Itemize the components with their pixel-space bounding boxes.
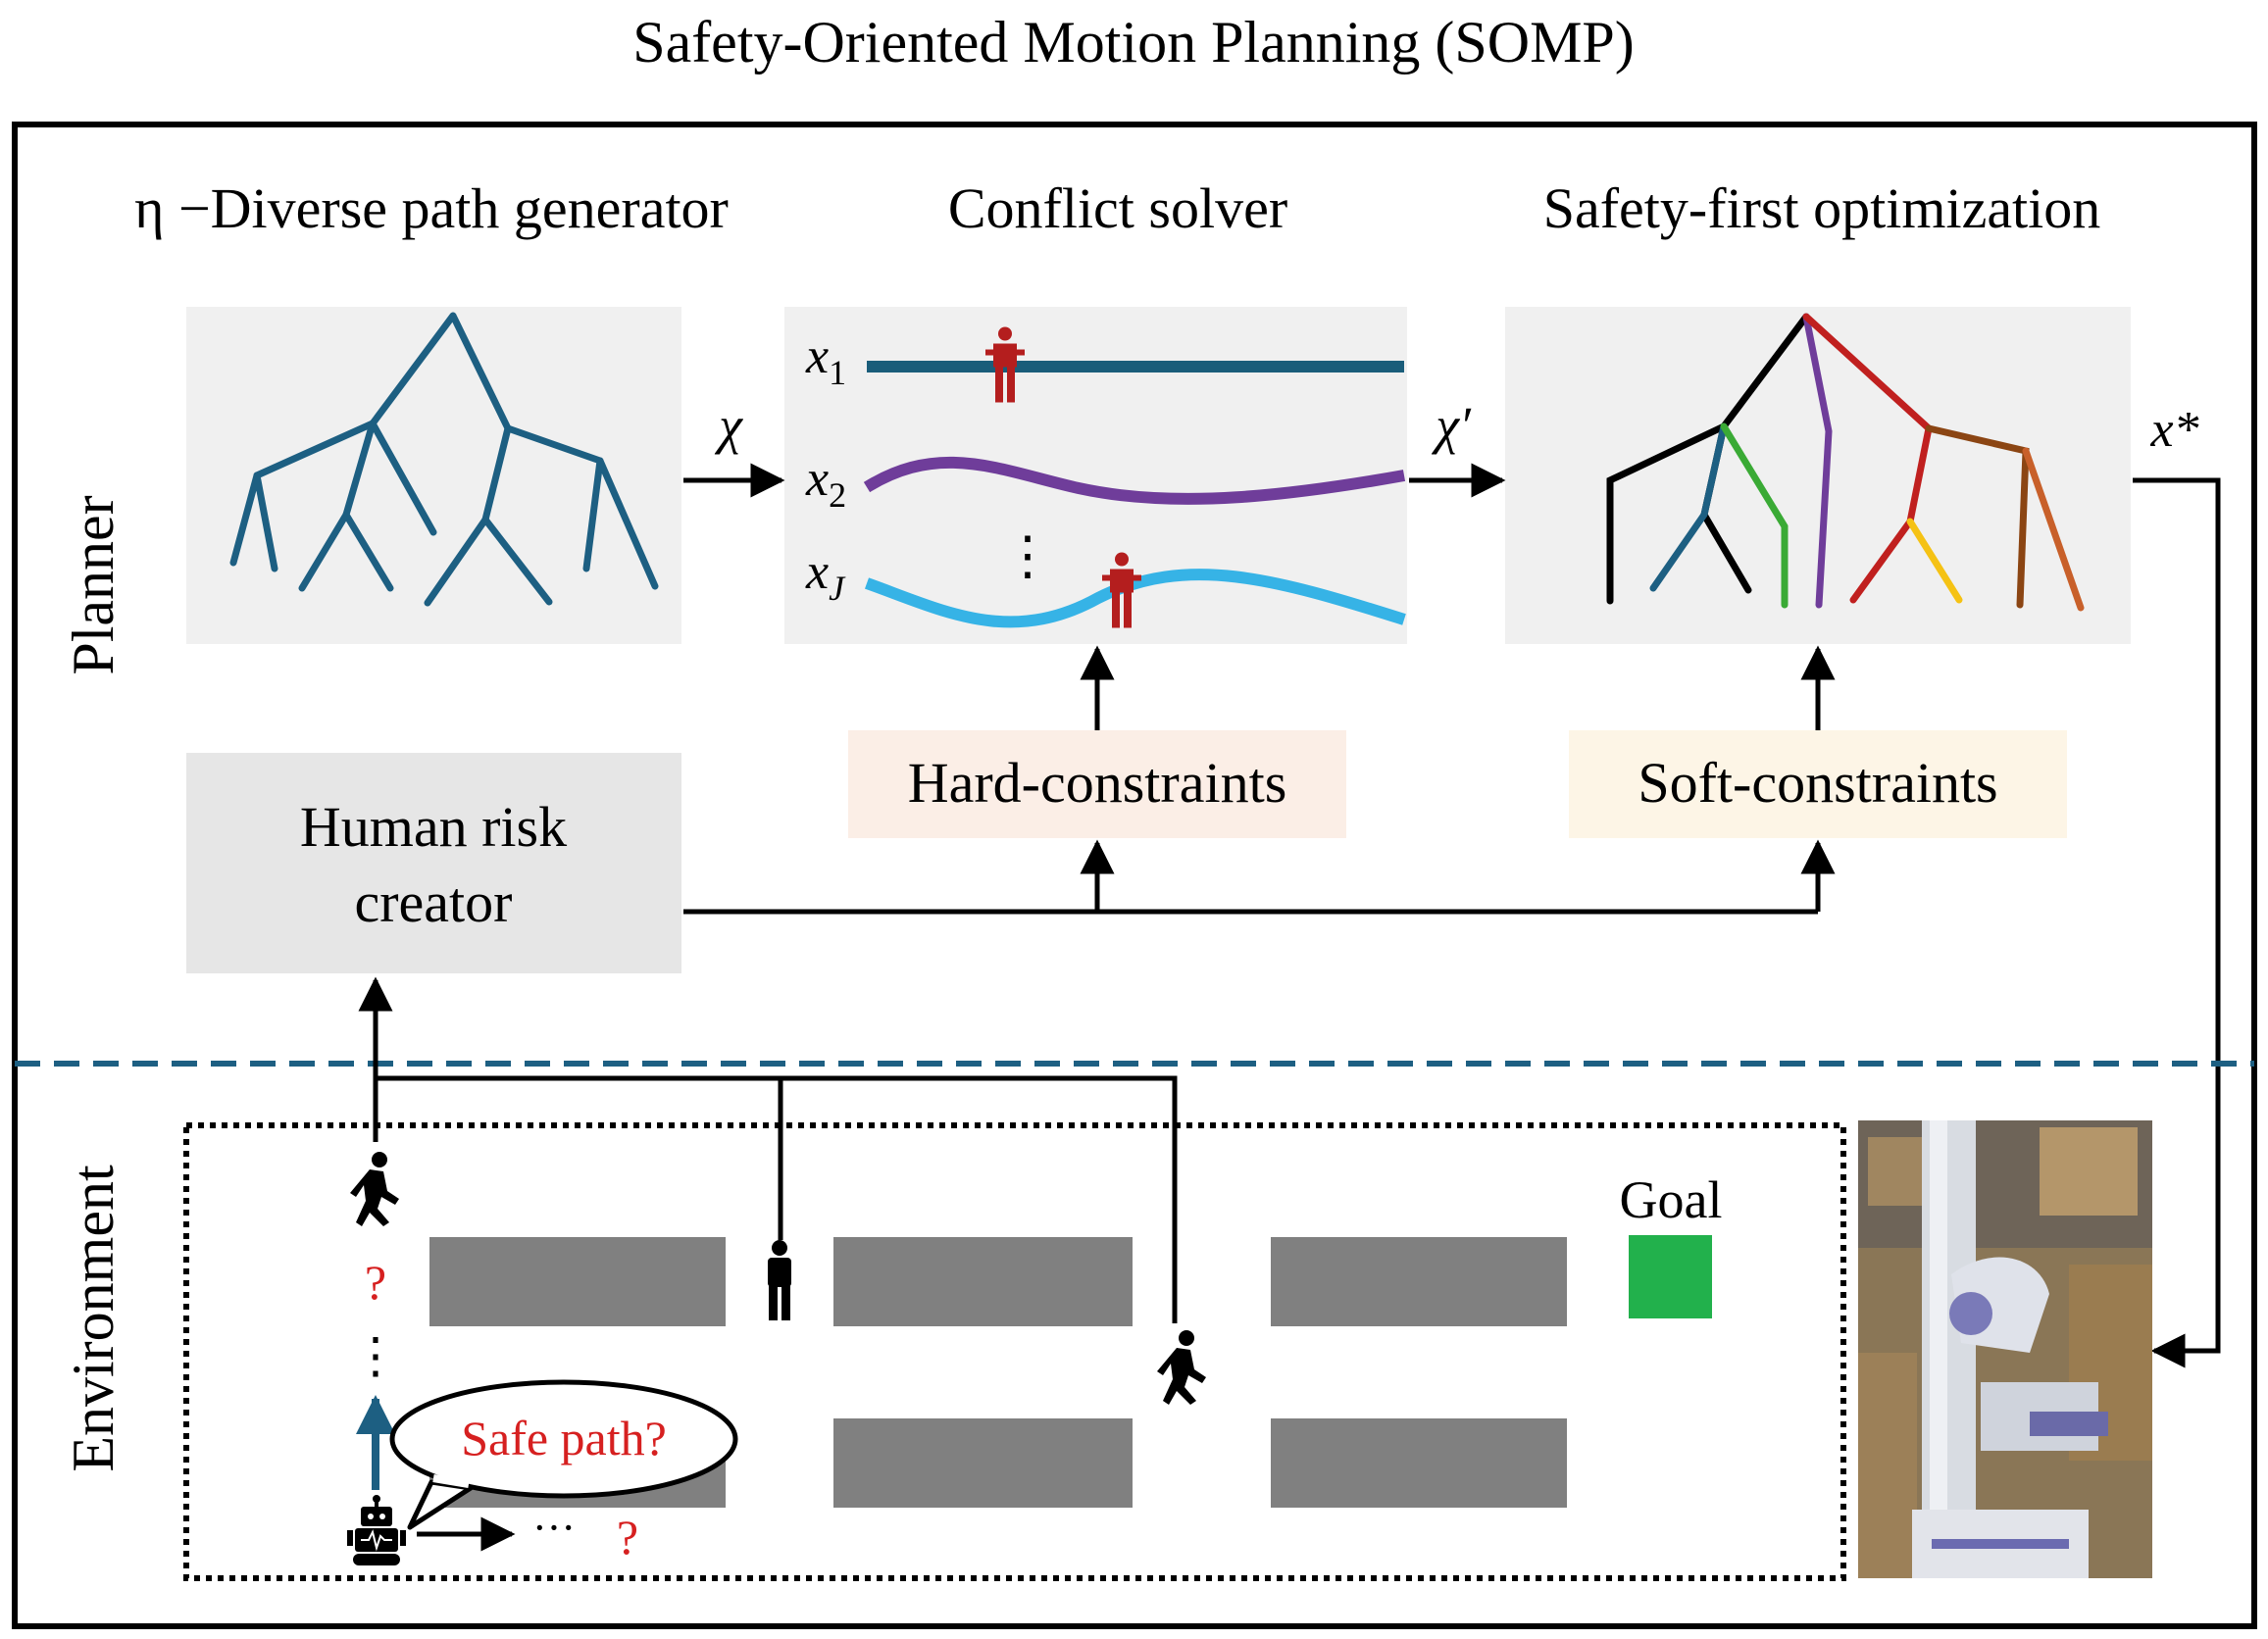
robot-photo	[1858, 1120, 2152, 1578]
walking-human-icon-2	[1157, 1330, 1206, 1405]
goal-marker	[1629, 1235, 1712, 1318]
outer-frame	[12, 122, 2257, 1629]
shelves	[429, 1237, 1567, 1508]
shelf	[1271, 1418, 1567, 1508]
diagram-title: Safety-Oriented Motion Planning (SOMP)	[632, 10, 1635, 74]
question-mark-right: ?	[617, 1510, 638, 1564]
generator-panel	[186, 307, 681, 644]
shelf	[1271, 1237, 1567, 1326]
shelf	[833, 1237, 1133, 1326]
svg-text:Hard-constraints: Hard-constraints	[908, 751, 1287, 815]
observation-bus	[376, 1075, 1178, 1323]
vdots-paths: ⋮	[1001, 526, 1054, 585]
chi-label: χ	[714, 396, 743, 455]
standing-human-icon	[768, 1240, 791, 1320]
path-xJ	[864, 569, 1406, 628]
arrow-output-to-robot	[2133, 477, 2221, 1368]
vdots-up: ⋮	[351, 1328, 400, 1383]
hard-constraints-box: Hard-constraints	[848, 730, 1346, 838]
path-x2	[863, 456, 1406, 505]
x-star-label: x*	[2149, 402, 2198, 458]
svg-text:Safe path?: Safe path?	[461, 1411, 667, 1465]
question-mark-up: ?	[365, 1255, 386, 1310]
svg-text:Soft-constraints: Soft-constraints	[1638, 751, 1997, 815]
goal-label: Goal	[1620, 1170, 1723, 1229]
environment-label: Environment	[61, 1165, 126, 1472]
generator-title: η −Diverse path generator	[134, 176, 729, 240]
label-xJ: xJ	[805, 544, 846, 608]
hdots-right: ···	[532, 1504, 576, 1552]
soft-constraints-box: Soft-constraints	[1569, 730, 2067, 838]
environment-frame	[183, 1122, 1846, 1581]
robot-icon	[347, 1495, 406, 1565]
shelf	[429, 1237, 726, 1326]
chi-prime-label: χ′	[1431, 396, 1472, 455]
walking-human-icon	[350, 1152, 399, 1226]
speech-bubble: Safe path?	[389, 1379, 738, 1530]
label-x1: x1	[805, 328, 846, 392]
svg-text:creator: creator	[355, 870, 513, 934]
optimization-title: Safety-first optimization	[1543, 176, 2101, 240]
shelf	[833, 1418, 1133, 1508]
risk-creator-box: Human risk creator	[186, 753, 681, 973]
solver-panel: ⋮	[784, 307, 1407, 644]
label-x2: x2	[805, 451, 846, 515]
svg-text:Human risk: Human risk	[300, 795, 567, 859]
optimization-panel	[1505, 307, 2131, 644]
planner-label: Planner	[61, 495, 126, 674]
solver-title: Conflict solver	[948, 176, 1287, 240]
